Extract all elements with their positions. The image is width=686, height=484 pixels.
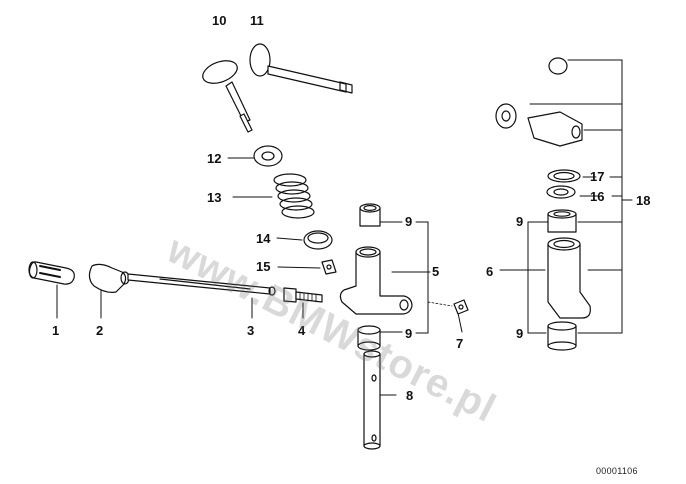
part-15-nut [321, 259, 337, 275]
label-part-10: 10 [212, 13, 227, 28]
part-18-assembly [495, 57, 583, 147]
part-16-washer [546, 185, 576, 199]
label-part-9-right-bottom: 9 [516, 326, 524, 341]
label-part-14: 14 [256, 231, 271, 246]
part-10-valve [202, 60, 253, 133]
leader-lines [56, 59, 633, 396]
label-part-1: 1 [52, 323, 60, 338]
part-2-cap [88, 263, 130, 293]
label-part-17: 17 [590, 169, 605, 184]
label-part-2: 2 [96, 323, 104, 338]
label-part-15: 15 [256, 259, 271, 274]
part-12-spring-cap [253, 145, 283, 167]
label-part-12: 12 [207, 151, 222, 166]
label-part-11: 11 [250, 13, 264, 28]
part-4-bolt [283, 287, 323, 303]
part-7-nut [427, 299, 469, 315]
part-8-shaft [363, 350, 381, 450]
part-17-washer [547, 169, 581, 183]
label-part-9-center-bottom: 9 [405, 326, 413, 341]
label-part-7: 7 [456, 336, 464, 351]
label-part-9-center-top: 9 [405, 214, 413, 229]
label-part-6: 6 [486, 264, 494, 279]
part-5-rocker-arm [339, 246, 413, 315]
part-6-rocker-arm [547, 237, 591, 319]
label-part-9-right-top: 9 [516, 214, 524, 229]
part-13-spring [273, 173, 315, 219]
part-1-sleeve [28, 261, 75, 285]
label-part-18: 18 [636, 193, 651, 208]
label-part-5: 5 [432, 264, 440, 279]
part-14-seat [303, 230, 333, 250]
label-part-13: 13 [207, 190, 222, 205]
label-part-8: 8 [406, 388, 414, 403]
part-11-valve [249, 43, 353, 94]
part-9-bushings [357, 203, 577, 351]
label-part-3: 3 [247, 323, 255, 338]
label-part-16: 16 [590, 189, 605, 204]
drawing-code: 00001106 [596, 466, 638, 476]
part-3-pushrod [127, 273, 276, 296]
label-part-4: 4 [298, 323, 306, 338]
